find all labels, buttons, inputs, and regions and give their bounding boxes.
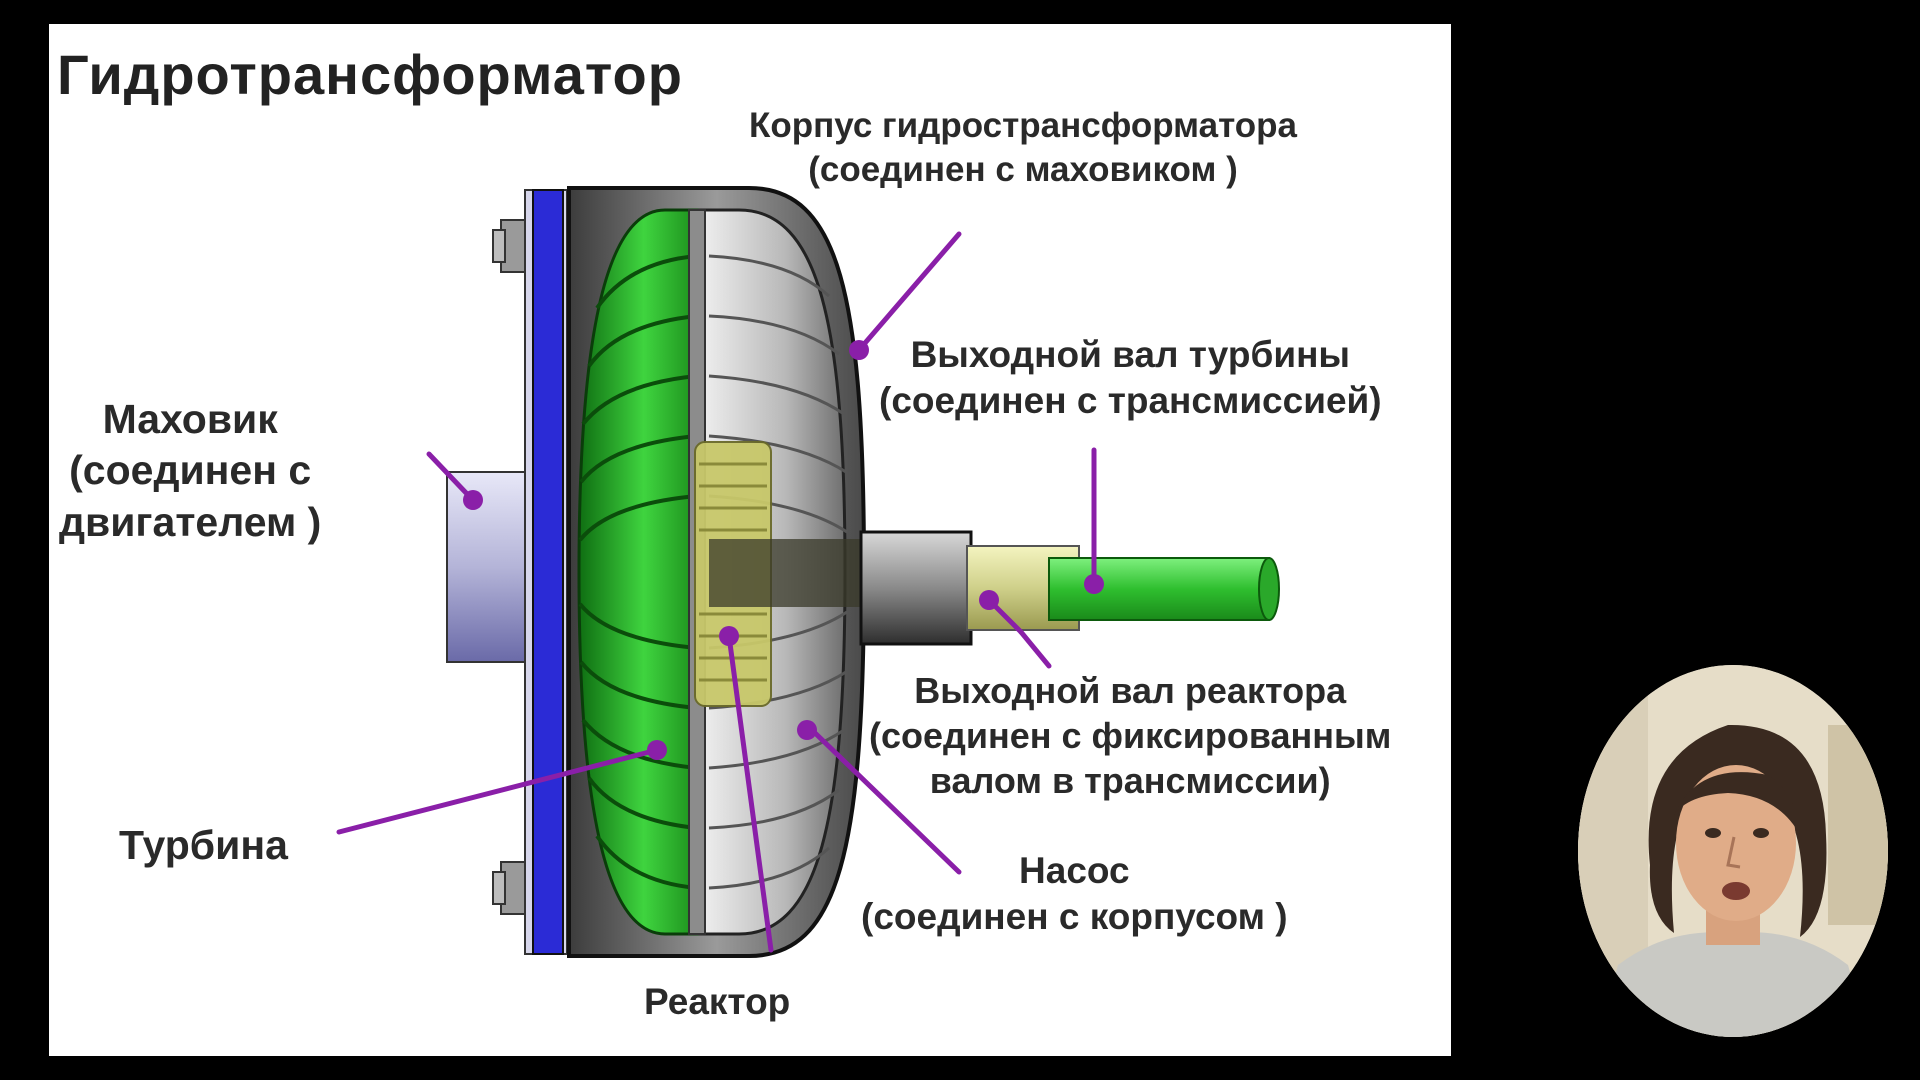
label-housing: Корпус гидространсформатора (соединен с … — [749, 106, 1297, 189]
label-turbine-shaft: Выходной вал турбины (соединен с трансми… — [879, 334, 1382, 422]
torque-converter-diagram — [336, 186, 1280, 958]
shaft-collar — [859, 530, 973, 646]
bolt-bottom — [492, 861, 526, 915]
callout-dots — [463, 340, 1104, 760]
slide: Гидротрансформатор — [49, 24, 1451, 1056]
presenter-webcam — [1578, 665, 1888, 1037]
inner-hub — [709, 539, 869, 607]
presenter-icon — [1578, 665, 1888, 1037]
turbine-shaft-end — [1258, 557, 1280, 621]
slide-title: Гидротрансформатор — [57, 43, 683, 106]
bolt-top — [492, 219, 526, 273]
flywheel-hub — [446, 471, 526, 663]
label-reactor: Реактор — [644, 981, 791, 1022]
label-turbine: Турбина — [119, 822, 288, 868]
label-flywheel: Маховик (соединен с двигателем ) — [59, 396, 322, 545]
turbine — [577, 208, 699, 936]
turbine-shaft — [1048, 557, 1270, 621]
label-pump: Насос (соединен с корпусом ) — [861, 850, 1288, 938]
label-reactor-shaft: Выходной вал реактора (соединен с фиксир… — [869, 670, 1392, 801]
